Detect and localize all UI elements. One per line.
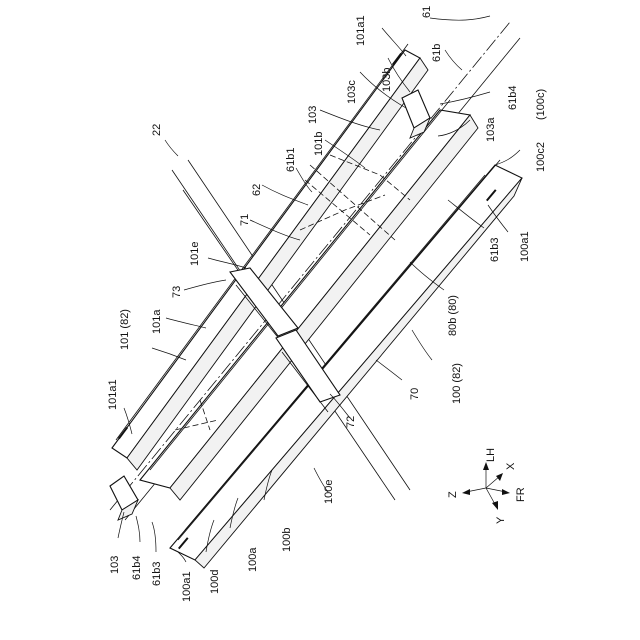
axis-label-y: Y <box>495 516 507 524</box>
label-101a1-top: 101a1 <box>355 15 367 46</box>
axis-label-lh: LH <box>485 448 497 462</box>
label-101-82: 101 (82) <box>119 309 131 350</box>
label-100c2: 100c2 <box>535 142 547 172</box>
label-71: 71 <box>239 214 251 226</box>
label-101a1-bottom: 101a1 <box>107 379 119 410</box>
label-100d: 100d <box>209 570 221 594</box>
label-61b3-bottom: 61b3 <box>151 562 163 586</box>
label-80b-80: 80b (80) <box>447 295 459 336</box>
label-73: 73 <box>171 286 183 298</box>
axes-indicator: LH X Z FR Y <box>447 448 527 524</box>
label-22: 22 <box>151 124 163 136</box>
label-70: 70 <box>409 388 421 400</box>
label-100b: 100b <box>281 528 293 552</box>
label-61b4-top: 61b4 <box>507 86 519 110</box>
label-100e: 100e <box>323 480 335 504</box>
label-101e: 101e <box>189 242 201 266</box>
label-100c: (100c) <box>535 89 547 120</box>
label-100a1-bottom: 100a1 <box>181 571 193 602</box>
axis-label-z: Z <box>447 491 459 498</box>
label-62: 62 <box>251 184 263 196</box>
label-103-top: 103 <box>307 106 319 124</box>
label-61b: 61b <box>431 44 443 62</box>
label-101b: 101b <box>313 132 325 156</box>
label-61: 61 <box>421 6 433 18</box>
label-61b3-top: 61b3 <box>489 238 501 262</box>
label-103b: 103b <box>381 68 393 92</box>
label-61b4-bottom: 61b4 <box>131 556 143 580</box>
side-member-101 <box>112 44 428 470</box>
label-100a: 100a <box>247 547 259 572</box>
label-103c: 103c <box>346 80 358 104</box>
label-61b1: 61b1 <box>285 148 297 172</box>
label-100a1-top: 100a1 <box>519 231 531 262</box>
label-103a: 103a <box>485 117 497 142</box>
label-100-82: 100 (82) <box>451 363 463 404</box>
label-72: 72 <box>345 416 357 428</box>
axis-label-x: X <box>505 462 517 470</box>
label-103-bottom: 103 <box>109 556 121 574</box>
axis-label-fr: FR <box>515 487 527 502</box>
label-101a: 101a <box>151 309 163 334</box>
side-member-100 <box>170 160 522 568</box>
